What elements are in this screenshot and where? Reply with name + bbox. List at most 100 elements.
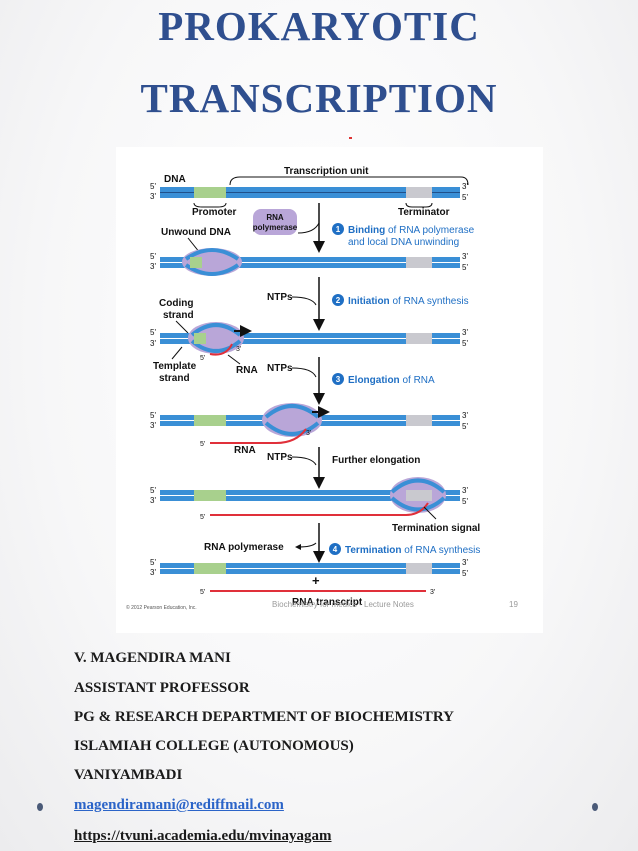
slide-title-line-2: TRANSCRIPTION (140, 75, 498, 121)
five-prime-label: 5' (462, 497, 468, 506)
ntps-arrow-2 (291, 367, 317, 378)
three-prime-label: 3' (150, 568, 156, 577)
rna-five-prime-label: 5' (200, 514, 205, 521)
polymerase-arrow (297, 222, 320, 234)
rna-label-2: RNA (234, 445, 256, 456)
five-prime-label: 5' (462, 422, 468, 431)
termination-signal-pointer (423, 506, 437, 520)
step-4-caption: 4 Termination of RNA synthesis (329, 543, 480, 556)
rna-polymerase-box (253, 209, 297, 235)
step-1-badge (332, 223, 344, 235)
dna-double-strand-3 (160, 322, 460, 356)
initial-rna (209, 343, 233, 356)
promoter-bracket (193, 202, 227, 208)
step-3-caption: 3 Elongation of RNA (332, 373, 435, 386)
step-4-number: 4 (333, 545, 338, 554)
copyright-note: © 2012 Pearson Education, Inc. (126, 604, 197, 611)
rna-pointer-1 (227, 354, 241, 365)
promoter-region (194, 187, 226, 198)
step-3-number: 3 (336, 375, 341, 384)
dna-double-strand-1 (160, 187, 460, 198)
five-prime-label: 5' (150, 182, 156, 191)
transcription-unit-label: Transcription unit (284, 166, 369, 177)
step-2-text: Initiation of RNA synthesis (348, 296, 469, 307)
ntps-label-2: NTPs (267, 363, 293, 374)
template-strand-label-line-1: Template (153, 361, 197, 372)
three-prime-label: 3' (462, 182, 468, 191)
template-strand-pointer (171, 346, 183, 360)
step-1-bold: Binding (348, 225, 385, 236)
step-1-caption: 1 Binding of RNA polymerase and local DN… (332, 223, 475, 248)
coding-strand-label-line-2: strand (163, 310, 194, 321)
step-1-text-line-1: Binding of RNA polymerase (348, 225, 475, 236)
rna-three-prime-label: 3' (306, 430, 311, 437)
five-prime-label: 5' (462, 569, 468, 578)
ntps-arrow-1 (291, 296, 317, 306)
transcription-figure: DNA 5' 3' 3' 5' Transcription unit Promo… (116, 147, 543, 633)
five-prime-label: 5' (150, 558, 156, 567)
five-prime-label: 5' (150, 328, 156, 337)
author-city: VANIYAMBADI (74, 767, 183, 783)
rna-three-prime-label: 3' (236, 346, 241, 353)
dna-double-strand-6 (160, 563, 460, 574)
step-2-caption: 2 Initiation of RNA synthesis (332, 294, 469, 307)
promoter-label: Promoter (192, 207, 237, 218)
transcript-three-prime: 3' (430, 589, 435, 596)
terminator-bracket (405, 202, 433, 208)
template-strand-label-line-2: strand (159, 373, 190, 384)
three-prime-label: 3' (150, 496, 156, 505)
rna-polymerase-label: RNA polymerase (204, 542, 284, 553)
plus-sign: + (312, 573, 320, 588)
step-4-bold: Termination (345, 545, 401, 556)
step-3-bold: Elongation (348, 375, 400, 386)
step-3-badge (332, 373, 344, 385)
transcription-diagram: DNA 5' 3' 3' 5' Transcription unit Promo… (126, 166, 518, 611)
step-1-text-line-2: and local DNA unwinding (348, 237, 459, 248)
rna-polymerase-elongation (262, 403, 322, 437)
transcription-unit-bracket (229, 176, 469, 186)
author-college: ISLAMIAH COLLEGE (AUTONOMOUS) (74, 738, 354, 754)
five-prime-label: 5' (150, 486, 156, 495)
three-prime-label: 3' (150, 262, 156, 271)
bullet-dot-left (37, 803, 43, 811)
three-prime-label: 3' (150, 339, 156, 348)
step-1-rest: of RNA polymerase (385, 225, 474, 236)
rna-five-prime-label: 5' (200, 441, 205, 448)
page-number: 19 (509, 600, 518, 609)
five-prime-label: 5' (462, 339, 468, 348)
dna-double-strand-2 (160, 248, 460, 276)
rna-transcript-label: RNA transcript (292, 597, 363, 608)
step-2-badge (332, 294, 344, 306)
long-rna (210, 502, 429, 516)
three-prime-label: 3' (462, 486, 468, 495)
rna-polymerase-box-line-1: RNA (266, 213, 284, 222)
three-prime-label: 3' (462, 558, 468, 567)
author-profile-link[interactable]: https://tvuni.academia.edu/mvinayagam (74, 828, 332, 844)
rna-label-1: RNA (236, 365, 258, 376)
coding-strand-label-line-1: Coding (159, 298, 193, 309)
author-name: V. MAGENDIRA MANI (74, 650, 231, 666)
polymerase-release-arrow (295, 542, 317, 550)
step-2-bold: Initiation (348, 296, 390, 307)
author-position: ASSISTANT PROFESSOR (74, 680, 250, 696)
transcript-five-prime: 5' (200, 589, 205, 596)
five-prime-label: 5' (462, 193, 468, 202)
step-2-rest: of RNA synthesis (390, 296, 469, 307)
five-prime-label: 5' (150, 252, 156, 261)
author-email-link[interactable]: magendiramani@rediffmail.com (74, 797, 284, 813)
watermark-text: Biochemistry for medics - Lecture Notes (272, 600, 414, 609)
terminator-region (406, 187, 432, 198)
rna-polymerase-box-line-2: polymerase (253, 223, 298, 232)
three-prime-label: 3' (150, 421, 156, 430)
three-prime-label: 3' (462, 411, 468, 420)
ntps-arrow-3 (291, 456, 317, 466)
three-prime-label: 3' (462, 328, 468, 337)
further-elongation-label: Further elongation (332, 455, 420, 466)
three-prime-label: 3' (462, 252, 468, 261)
coding-strand-pointer (175, 320, 189, 334)
dna-double-strand-5 (160, 477, 460, 516)
step-1-number: 1 (336, 225, 341, 234)
unwound-dna-label: Unwound DNA (161, 227, 231, 238)
elongating-rna (210, 428, 307, 444)
dna-double-strand-4 (160, 403, 460, 444)
